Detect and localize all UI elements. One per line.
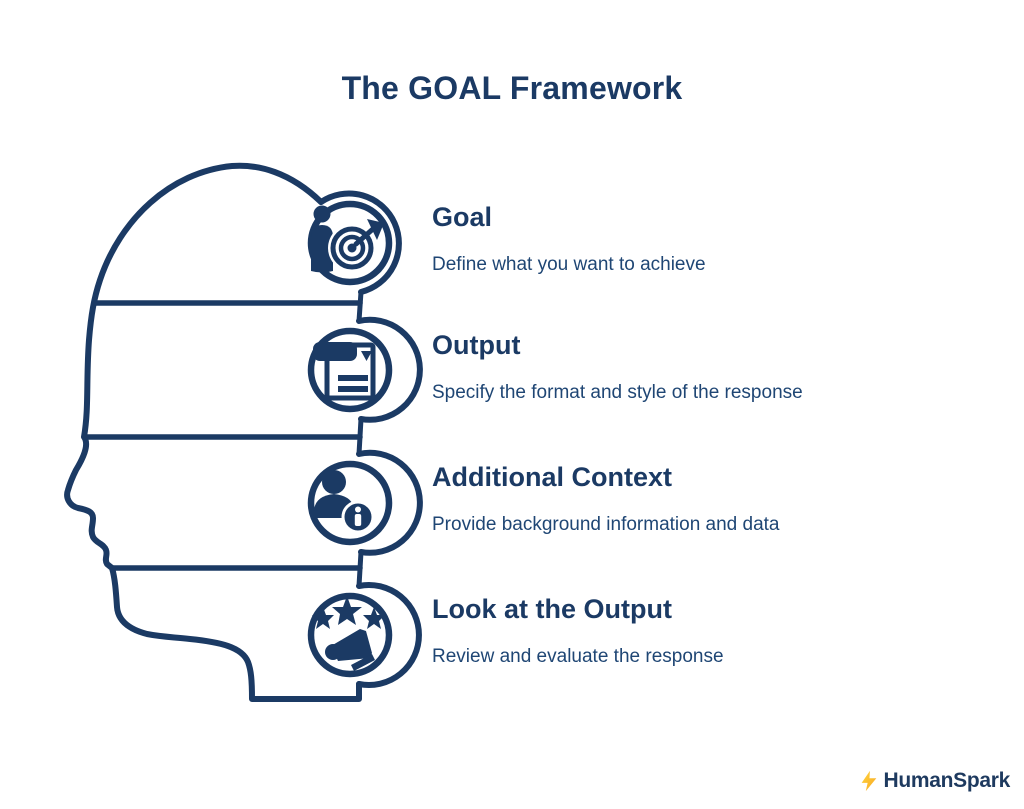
step-row-additional-context: Additional Context Provide background in… bbox=[432, 462, 992, 536]
arc-connector-1 bbox=[356, 289, 364, 324]
outer-arc-4 bbox=[356, 582, 422, 688]
printer-document-icon bbox=[313, 342, 376, 401]
person-target-icon bbox=[311, 205, 384, 273]
outer-arc-3 bbox=[356, 449, 423, 556]
brand-name: HumanSpark bbox=[883, 769, 1010, 792]
head-profile-diagram bbox=[64, 162, 423, 702]
step-row-look-at-output: Look at the Output Review and evaluate t… bbox=[432, 594, 992, 668]
stars-megaphone-icon bbox=[312, 596, 385, 671]
outer-arc-1 bbox=[318, 190, 402, 295]
lightning-bolt-icon bbox=[862, 770, 877, 792]
step-description: Review and evaluate the response bbox=[432, 646, 724, 667]
person-info-icon bbox=[314, 470, 375, 534]
head-outline bbox=[64, 162, 362, 702]
brand-logo: HumanSpark bbox=[858, 769, 1010, 793]
step-title: Output bbox=[432, 330, 521, 360]
step-title: Look at the Output bbox=[432, 594, 672, 624]
step-row-goal: Goal Define what you want to achieve bbox=[432, 202, 992, 276]
page-title: The GOAL Framework bbox=[341, 70, 683, 106]
step-description: Provide background information and data bbox=[432, 514, 780, 535]
outer-arc-2 bbox=[356, 316, 423, 423]
arc-connector-3 bbox=[356, 549, 364, 589]
arc-connector-2 bbox=[356, 416, 364, 457]
step-title: Additional Context bbox=[432, 462, 672, 492]
step-description: Specify the format and style of the resp… bbox=[432, 382, 803, 403]
step-row-output: Output Specify the format and style of t… bbox=[432, 330, 992, 404]
step-title: Goal bbox=[432, 202, 493, 232]
step-description: Define what you want to achieve bbox=[432, 254, 706, 275]
